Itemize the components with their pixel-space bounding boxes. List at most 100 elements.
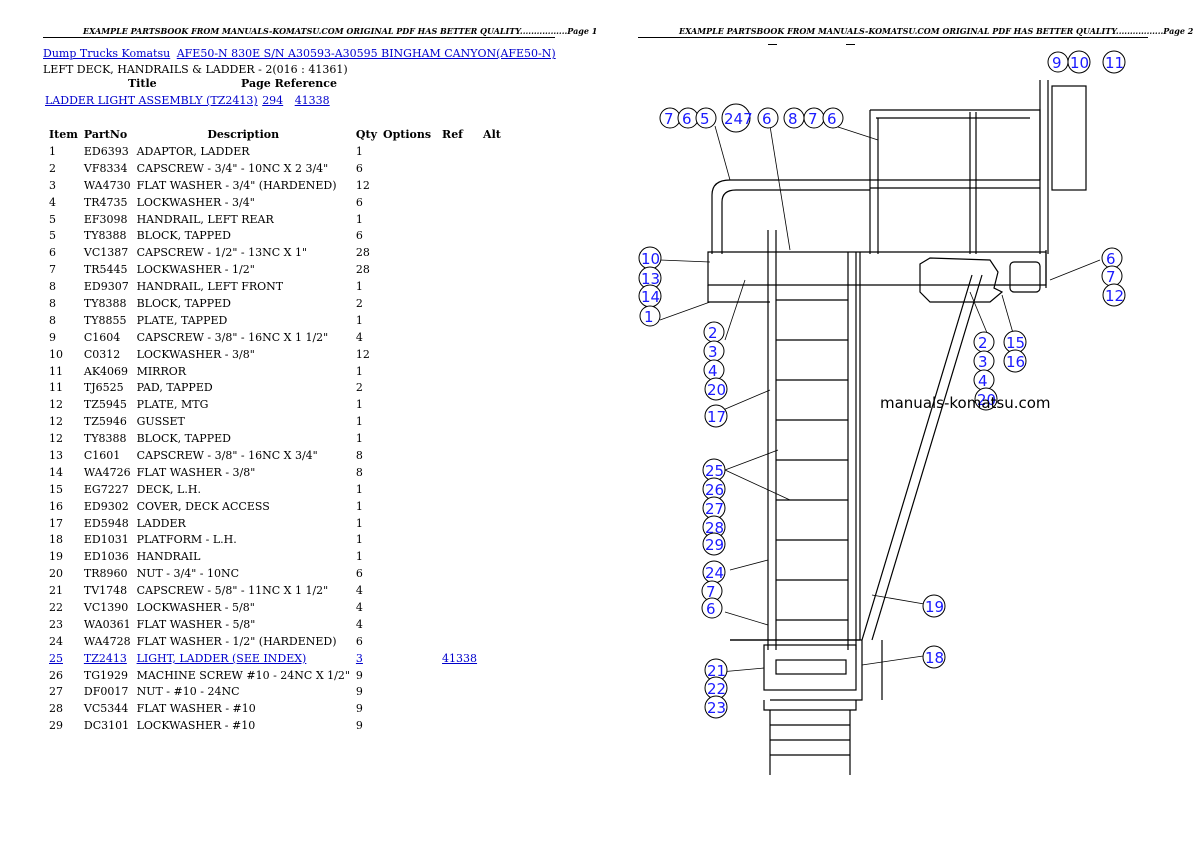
- cell-partno-link[interactable]: TZ2413: [83, 651, 127, 665]
- ref-title-link[interactable]: LADDER LIGHT ASSEMBLY (TZ2413): [45, 94, 258, 107]
- cell-alt: [480, 582, 504, 599]
- svg-text:6: 6: [706, 600, 716, 618]
- cell-partno: TG1929: [83, 668, 128, 682]
- col-alt: Alt: [483, 128, 501, 141]
- callout-7-right: 7: [1101, 265, 1123, 287]
- cell-description: MACHINE SCREW #10 - 24NC X 1/2": [136, 668, 350, 682]
- svg-text:16: 16: [1006, 353, 1025, 371]
- cell-partno: TR8960: [83, 567, 128, 581]
- cell-options: [380, 278, 434, 295]
- cell-item-link[interactable]: 25: [49, 651, 63, 665]
- cell-options: [380, 582, 434, 599]
- cell-item: 17: [49, 516, 63, 530]
- svg-text:11: 11: [1105, 54, 1124, 72]
- cell-ref-link[interactable]: 41338: [442, 651, 478, 665]
- svg-text:1: 1: [644, 308, 654, 326]
- page-header-2: EXAMPLE PARTSBOOK FROM MANUALS-KOMATSU.C…: [679, 26, 1193, 36]
- cell-item: 1: [49, 144, 56, 158]
- cell-qty: 9: [355, 702, 363, 716]
- breadcrumb: Dump Trucks Komatsu AFE50-N 830E S/N A30…: [43, 46, 559, 62]
- cell-qty[interactable]: 3: [353, 650, 380, 667]
- cell-description: CAPSCREW - 5/8" - 11NC X 1 1/2": [136, 584, 329, 598]
- cell-qty: 12: [355, 347, 370, 361]
- cell-options: [380, 177, 434, 194]
- cell-description: BLOCK, TAPPED: [136, 296, 231, 310]
- cell-qty: 28: [355, 263, 370, 277]
- cell-partno: TZ5945: [83, 398, 127, 412]
- callout-22: 22: [704, 676, 728, 700]
- callout-10: 10: [638, 246, 662, 270]
- cell-partno: ED5948: [83, 516, 129, 530]
- svg-text:4: 4: [978, 372, 988, 390]
- cell-alt: [480, 548, 504, 565]
- cell-qty-link[interactable]: 3: [355, 651, 363, 665]
- cell-qty: 9: [355, 668, 363, 682]
- cell-item: 23: [49, 617, 63, 631]
- cell-description[interactable]: LIGHT, LADDER (SEE INDEX): [134, 650, 353, 667]
- cell-description: BLOCK, TAPPED: [136, 229, 231, 243]
- cell-item: 13: [49, 448, 63, 462]
- cell-options: [380, 363, 434, 380]
- cell-item: 29: [49, 719, 63, 733]
- svg-text:14: 14: [641, 288, 660, 306]
- cell-description: HANDRAIL: [136, 550, 201, 564]
- cell-qty: 4: [355, 600, 363, 614]
- svg-text:24: 24: [705, 564, 724, 582]
- cell-partno: TJ6525: [83, 381, 124, 395]
- callout-3-left: 3: [703, 340, 725, 362]
- cell-item[interactable]: 25: [46, 650, 81, 667]
- callout-247: 247: [721, 103, 753, 133]
- cell-partno: C1601: [83, 448, 121, 462]
- cell-partno: VF8334: [83, 161, 128, 175]
- callout-2-left: 2: [703, 321, 725, 343]
- svg-text:2: 2: [708, 324, 718, 342]
- cell-description-link[interactable]: LIGHT, LADDER (SEE INDEX): [136, 651, 307, 665]
- cell-options: [380, 650, 434, 667]
- callout-21: 21: [704, 658, 728, 682]
- cell-qty: 28: [355, 246, 370, 260]
- callout-23: 23: [704, 695, 728, 719]
- header-rule-1: [43, 37, 555, 38]
- cell-partno: VC1390: [83, 600, 129, 614]
- breadcrumb-link-model[interactable]: AFE50-N 830E S/N A30593-A30595 BINGHAM C…: [176, 47, 556, 60]
- cell-partno[interactable]: TZ2413: [81, 650, 134, 667]
- cell-options: [380, 633, 434, 650]
- cell-ref[interactable]: 41338: [434, 650, 480, 667]
- cell-partno: ED1031: [83, 533, 129, 547]
- ref-table-row: LADDER LIGHT ASSEMBLY (TZ2413) 294 41338: [45, 94, 330, 107]
- cell-description: MIRROR: [136, 364, 187, 378]
- callout-6-top: 6: [677, 107, 699, 129]
- cell-options: [380, 599, 434, 616]
- ref-ref-link[interactable]: 41338: [294, 94, 330, 107]
- svg-text:21: 21: [707, 662, 726, 680]
- cell-ref: [434, 464, 480, 481]
- cell-ref: [434, 548, 480, 565]
- cell-description: LOCKWASHER - 5/8": [136, 600, 255, 614]
- cell-description: PAD, TAPPED: [136, 381, 213, 395]
- cell-item: 12: [49, 432, 63, 446]
- cell-item: 7: [49, 263, 56, 277]
- cell-description: BLOCK, TAPPED: [136, 432, 231, 446]
- cell-qty: 9: [355, 685, 363, 699]
- svg-text:6: 6: [1106, 250, 1116, 268]
- cell-partno: AK4069: [83, 364, 129, 378]
- cell-options: [380, 430, 434, 447]
- ref-page-link[interactable]: 294: [262, 94, 284, 107]
- svg-text:6: 6: [682, 110, 692, 128]
- cell-ref: [434, 295, 480, 312]
- cell-alt: [480, 413, 504, 430]
- cell-partno: TY8388: [83, 432, 127, 446]
- breadcrumb-link-dump-trucks[interactable]: Dump Trucks Komatsu: [43, 47, 171, 60]
- cell-qty: 1: [355, 499, 363, 513]
- svg-text:28: 28: [705, 519, 724, 537]
- cell-ref: [434, 312, 480, 329]
- cell-partno: ED9302: [83, 499, 129, 513]
